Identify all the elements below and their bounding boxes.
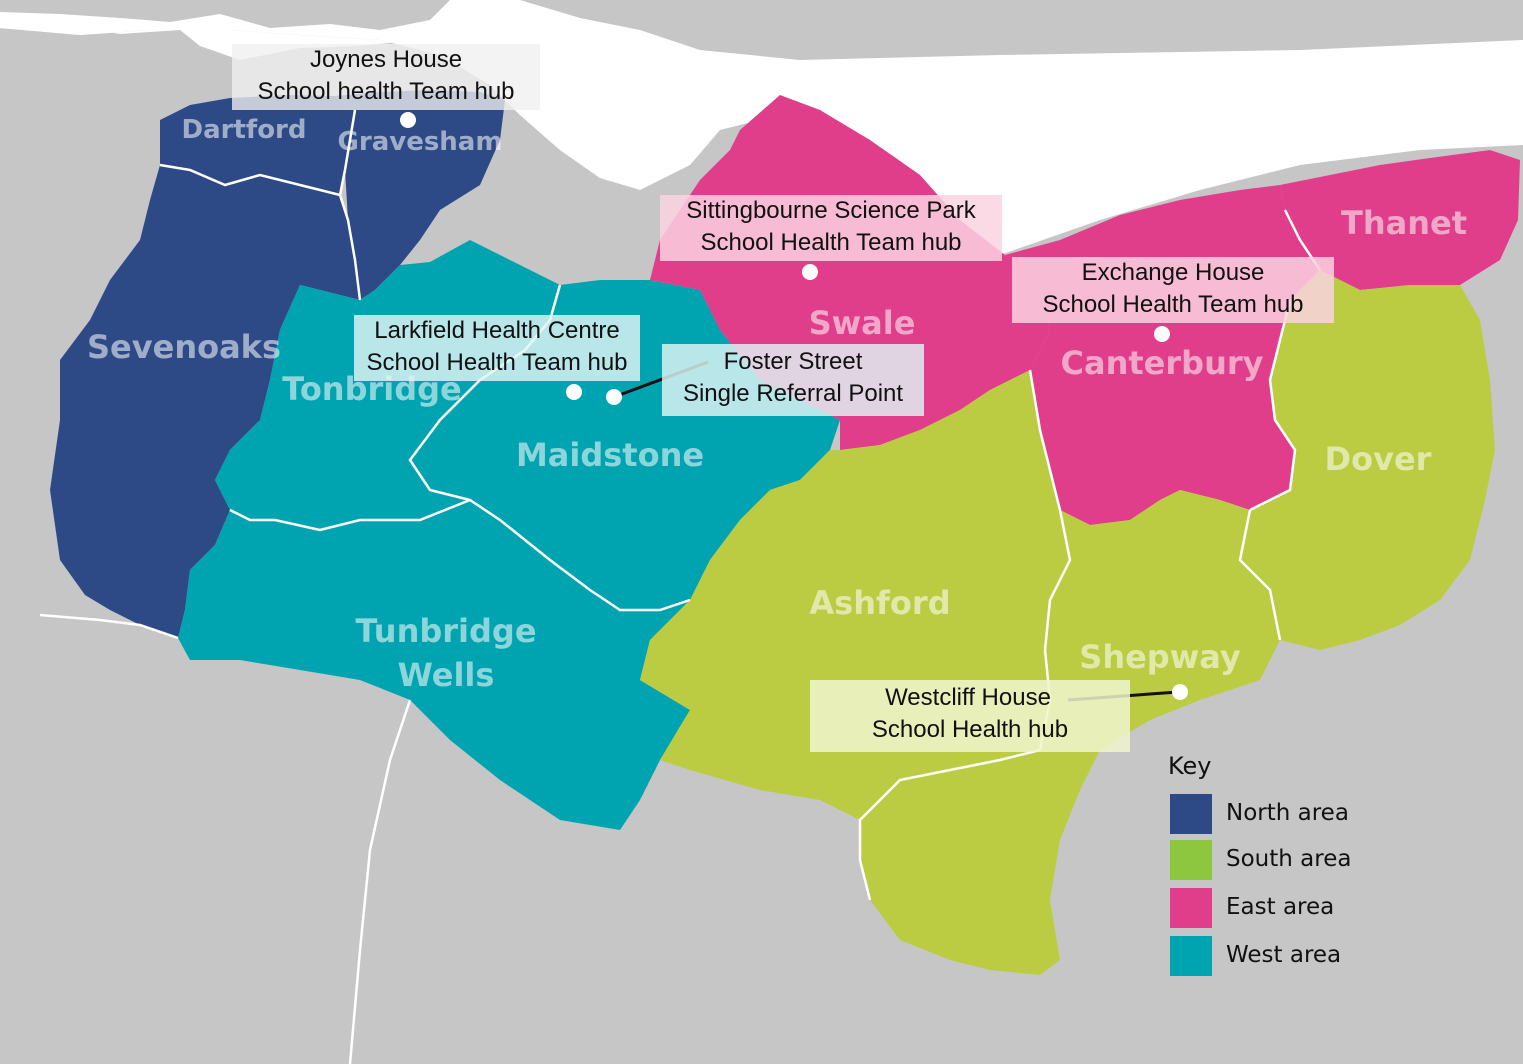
key-item-north: North area <box>1168 794 1368 834</box>
thames-estuary <box>0 0 1523 255</box>
label-medway: Medway <box>521 79 660 114</box>
key-label-south: South area <box>1226 846 1352 872</box>
key-label-east: East area <box>1226 894 1335 920</box>
sittingbourne-line2: School Health Team hub <box>700 229 962 256</box>
key-swatch-west <box>1170 936 1212 976</box>
district-tunbridge-wells <box>178 500 690 830</box>
label-canterbury: Canterbury <box>1061 344 1264 382</box>
district-thanet <box>1280 150 1520 290</box>
label-ashford: Ashford <box>809 584 950 622</box>
label-shepway: Shepway <box>1079 638 1241 676</box>
key-swatch-north <box>1170 794 1212 834</box>
marker-westcliff <box>1172 684 1188 700</box>
label-dartford: Dartford <box>182 115 307 145</box>
marker-larkfield <box>566 384 582 400</box>
larkfield-line2: School Health Team hub <box>366 349 628 376</box>
key-label-west: West area <box>1226 942 1342 968</box>
label-swale: Swale <box>809 304 916 342</box>
district-dartford <box>160 95 355 195</box>
callout-joynes: Joynes House School health Team hub <box>232 44 540 110</box>
joynes-line1: Joynes House <box>309 46 463 73</box>
district-sevenoaks <box>50 165 360 638</box>
callout-larkfield: Larkfield Health Centre School Health Te… <box>354 315 640 381</box>
callout-westcliff: Westcliff House School Health hub <box>810 680 1130 752</box>
marker-joynes <box>400 112 416 128</box>
label-wells: Wells <box>398 656 495 694</box>
label-sevenoaks: Sevenoaks <box>87 328 281 366</box>
essex-land <box>0 0 450 30</box>
key-label-north: North area <box>1226 800 1349 826</box>
district-dover <box>1240 270 1495 650</box>
key-swatch-south <box>1170 840 1212 880</box>
essex-land-east <box>520 0 1523 60</box>
label-tunbridge: Tunbridge <box>355 612 536 650</box>
foster-line2: Single Referral Point <box>682 380 904 407</box>
westcliff-line1: Westcliff House <box>885 684 1051 711</box>
joynes-line2: School health Team hub <box>257 78 515 105</box>
westcliff-line2: School Health hub <box>871 716 1069 743</box>
label-dover: Dover <box>1325 440 1432 478</box>
district-tonbridge <box>215 240 560 530</box>
district-gravesham <box>335 90 505 300</box>
callout-foster: Foster Street Single Referral Point <box>662 344 924 416</box>
callout-sittingbourne: Sittingbourne Science Park School Health… <box>660 195 1002 261</box>
map-key: Key North area South area East area West… <box>1168 752 1368 982</box>
label-maidstone: Maidstone <box>516 436 704 474</box>
marker-foster <box>606 389 622 405</box>
callout-exchange: Exchange House School Health Team hub <box>1012 257 1334 323</box>
key-swatch-east <box>1170 888 1212 928</box>
marker-sittingbourne <box>802 264 818 280</box>
marker-exchange <box>1154 326 1170 342</box>
sittingbourne-line1: Sittingbourne Science Park <box>686 197 976 224</box>
label-gravesham: Gravesham <box>338 127 503 157</box>
exchange-line1: Exchange House <box>1081 259 1265 286</box>
larkfield-line1: Larkfield Health Centre <box>374 317 620 344</box>
key-item-east: East area <box>1168 888 1368 928</box>
exchange-line2: School Health Team hub <box>1042 291 1304 318</box>
key-item-south: South area <box>1168 840 1368 880</box>
key-item-west: West area <box>1168 936 1368 976</box>
label-thanet: Thanet <box>1341 204 1467 242</box>
key-title: Key <box>1168 752 1212 780</box>
foster-line1: Foster Street <box>723 348 863 375</box>
